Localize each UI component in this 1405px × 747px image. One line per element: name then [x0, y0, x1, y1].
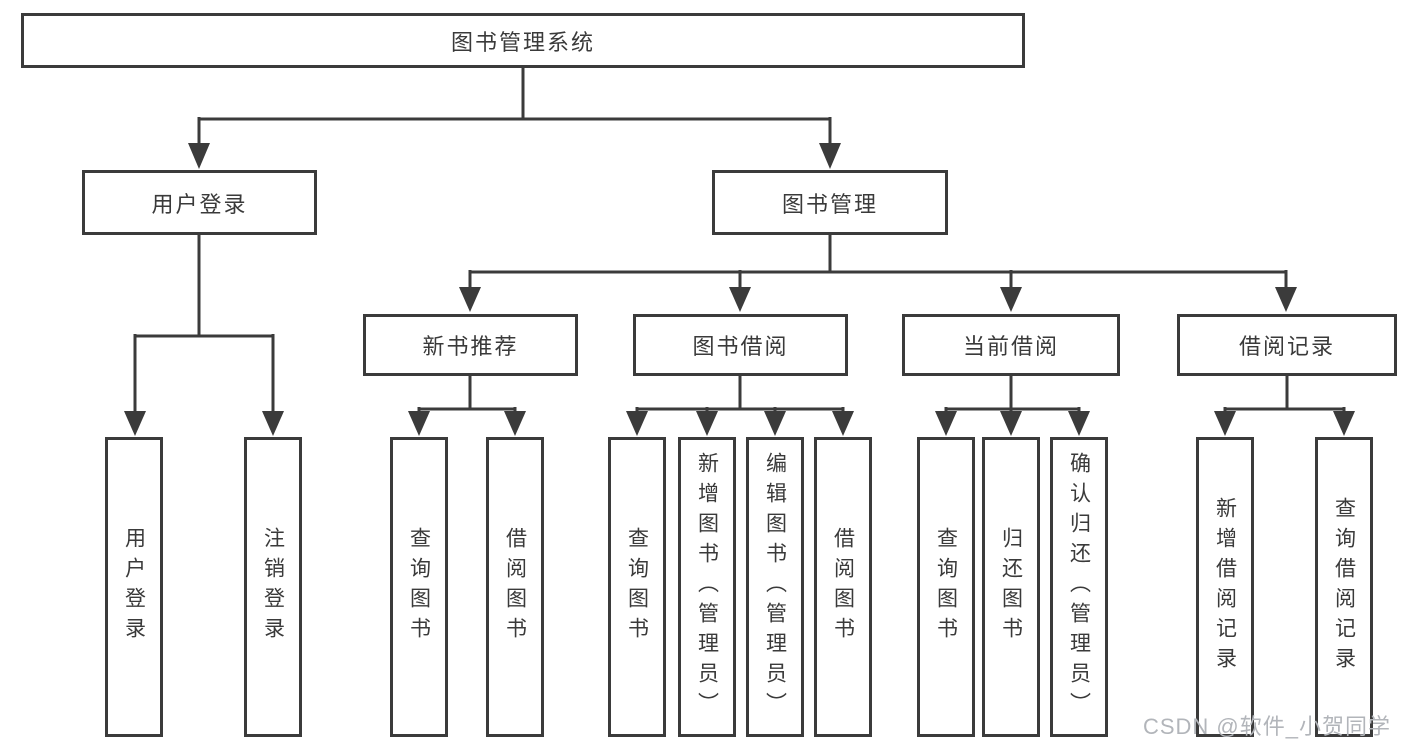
node-book-management: 图书管理 — [712, 170, 948, 235]
leaf-query-books-recommend-label: 查询图书 — [407, 527, 431, 647]
node-new-book-recommend: 新书推荐 — [363, 314, 578, 376]
node-borrow-records: 借阅记录 — [1177, 314, 1397, 376]
leaf-query-books-borrow: 查询图书 — [608, 437, 666, 737]
leaf-add-borrow-record-label: 新增借阅记录 — [1213, 497, 1237, 677]
watermark: CSDN @软件_小贺同学 — [1142, 714, 1391, 739]
arrowhead-icons — [124, 143, 1355, 436]
leaf-borrow-books-recommend-label: 借阅图书 — [503, 527, 527, 647]
leaf-add-borrow-record: 新增借阅记录 — [1196, 437, 1254, 737]
leaf-query-books-recommend: 查询图书 — [390, 437, 448, 737]
leaf-user-login: 用户登录 — [105, 437, 163, 737]
leaf-query-books-current-label: 查询图书 — [934, 527, 958, 647]
node-book-borrow: 图书借阅 — [633, 314, 848, 376]
leaf-query-books-current: 查询图书 — [917, 437, 975, 737]
leaf-borrow-books-borrow-label: 借阅图书 — [831, 527, 855, 647]
leaf-query-borrow-record-label: 查询借阅记录 — [1332, 497, 1356, 677]
leaf-add-book-admin-label: 新增图书（管理员） — [695, 452, 719, 722]
leaf-confirm-return-admin-label: 确认归还（管理员） — [1067, 452, 1091, 722]
leaf-return-books: 归还图书 — [982, 437, 1040, 737]
leaf-query-books-borrow-label: 查询图书 — [625, 527, 649, 647]
leaf-edit-book-admin-label: 编辑图书（管理员） — [763, 452, 787, 722]
leaf-confirm-return-admin: 确认归还（管理员） — [1050, 437, 1108, 737]
leaf-borrow-books-borrow: 借阅图书 — [814, 437, 872, 737]
node-user-login: 用户登录 — [82, 170, 317, 235]
leaf-logout-label: 注销登录 — [261, 527, 285, 647]
leaf-logout: 注销登录 — [244, 437, 302, 737]
leaf-query-borrow-record: 查询借阅记录 — [1315, 437, 1373, 737]
leaf-borrow-books-recommend: 借阅图书 — [486, 437, 544, 737]
leaf-user-login-label: 用户登录 — [122, 527, 146, 647]
leaf-add-book-admin: 新增图书（管理员） — [678, 437, 736, 737]
node-current-borrow: 当前借阅 — [902, 314, 1120, 376]
leaf-edit-book-admin: 编辑图书（管理员） — [746, 437, 804, 737]
leaf-return-books-label: 归还图书 — [999, 527, 1023, 647]
node-root: 图书管理系统 — [21, 13, 1025, 68]
